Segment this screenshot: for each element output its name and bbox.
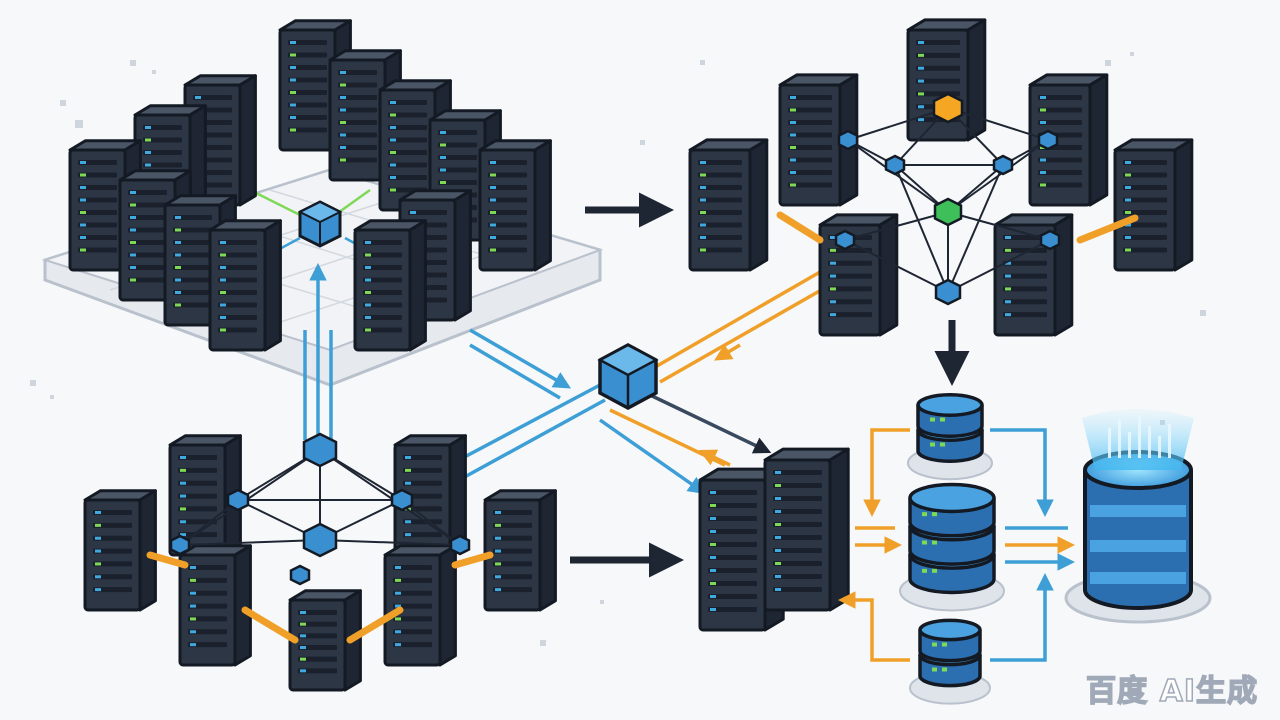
database-stack-icon: [899, 482, 1005, 612]
mesh-network-top-right: [776, 92, 1139, 306]
network-node-icon: [834, 229, 856, 251]
server-rack-icon: [1113, 138, 1194, 272]
mesh-network-bottom-left: [146, 432, 494, 644]
network-node-icon: [884, 154, 906, 176]
database-stack-icon: [907, 393, 993, 481]
flow-arrow-icon: [570, 192, 970, 578]
server-rack-icon: [763, 447, 850, 612]
network-node-icon: [449, 534, 471, 556]
network-node-icon: [1039, 229, 1061, 251]
server-rack-icon: [688, 138, 769, 272]
server-rack-icon: [83, 489, 157, 612]
server-rack-icon: [478, 139, 552, 272]
server-rack-icon: [288, 589, 362, 692]
network-node-icon: [992, 154, 1014, 176]
network-node-icon: [837, 129, 859, 151]
network-node-icon: [169, 534, 191, 556]
server-rack-icon: [993, 213, 1074, 337]
network-node-icon: [302, 432, 338, 468]
network-node-icon: [390, 488, 414, 512]
database-flow: [838, 428, 1075, 662]
server-rack-icon: [208, 219, 282, 352]
watermark: 百度 AI生成: [1085, 673, 1258, 710]
network-node-icon: [226, 488, 250, 512]
network-node-icon: [933, 197, 963, 227]
link-lines: [249, 188, 831, 495]
network-node-icon: [1037, 129, 1059, 151]
server-rack-icon: [353, 219, 427, 352]
server-rack-icon: [168, 434, 242, 557]
network-node-icon: [934, 278, 962, 306]
network-node-icon: [597, 343, 659, 410]
server-rack-icon: [178, 544, 252, 667]
server-rack-icon: [383, 544, 457, 667]
database-stacks: [899, 393, 1005, 705]
network-node-icon: [289, 564, 311, 586]
server-rack-icon: [483, 489, 557, 612]
network-node-icon: [932, 92, 964, 124]
network-node-icon: [297, 200, 343, 248]
database-stack-icon: [909, 618, 991, 705]
server-rack-icon: [818, 213, 899, 337]
data-hologram-icon: [1064, 409, 1212, 624]
server-racks: [68, 18, 1194, 692]
network-node-icon: [302, 522, 338, 558]
